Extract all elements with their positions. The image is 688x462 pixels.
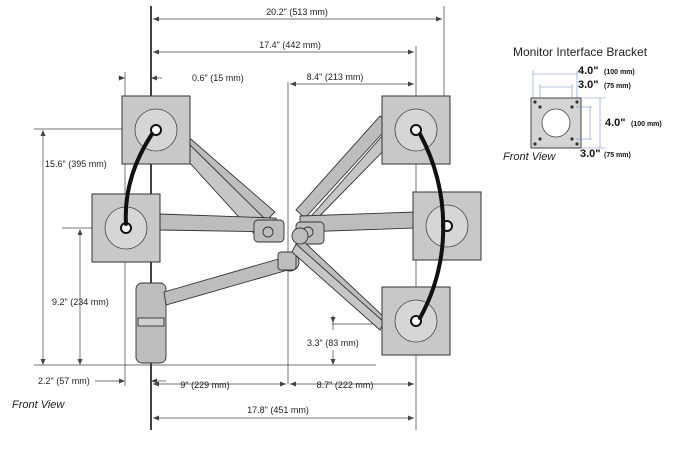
swing-arc-left [123,132,154,226]
dim-reach-right-label: 8.4" (213 mm) [307,72,364,82]
monitor-plate-low-right [381,286,451,356]
swing-arc-right [418,132,446,320]
interface-bracket-panel: Monitor Interface Bracket 4.0" (100 mm) … [503,45,662,163]
dim-arm-extension-label: 17.4" (442 mm) [259,40,321,50]
dim-width-total-label: 20.2" (513 mm) [266,7,328,17]
dim-base-depth: 2.2" (57 mm) [38,376,166,386]
front-view-label-bracket: Front View [503,151,556,163]
dim-offset-left: 0.6" (15 mm) [118,73,244,83]
front-view-label-main: Front View [12,399,65,411]
bracket-top-outer-unit: (100 mm) [604,69,635,76]
bracket-title: Monitor Interface Bracket [513,45,648,59]
dim-reach-right-low-label: 8.7" (222 mm) [317,380,374,390]
monitor-plate-mid-left [91,193,161,263]
dim-base-depth-label: 2.2" (57 mm) [38,376,90,386]
dim-bottom-total: 17.8" (451 mm) [153,405,414,421]
dim-width-total: 20.2" (513 mm) [153,7,442,22]
bracket-top-inner-unit: (75 mm) [604,83,631,90]
dim-reach-mid-label: 9" (229 mm) [180,380,229,390]
dim-arm-extension: 17.4" (442 mm) [153,40,414,55]
bracket-side-outer-value: 4.0" [605,117,626,129]
lower-arm-link [163,257,289,306]
dim-offset-left-label: 0.6" (15 mm) [192,73,244,83]
dim-bottom-total-label: 17.8" (451 mm) [247,405,309,415]
dim-reach-mid: 9" (229 mm) [153,380,286,390]
bracket-top-outer-value: 4.0" [578,65,599,77]
monitor-plate-mid-right [412,191,482,261]
dim-height-top-label: 15.6" (395 mm) [45,159,107,169]
bracket-top-inner-value: 3.0" [578,79,599,91]
left-arm-assembly [135,127,300,364]
dim-height-low-label: 3.3" (83 mm) [307,338,359,348]
monitor-plate-top-left [121,95,191,165]
right-arm-assembly [291,115,417,331]
upper-arm-link-right [295,115,391,219]
bracket-side-outer-unit: (100 mm) [631,121,662,128]
dim-height-top: 15.6" (395 mm) [34,128,150,365]
dim-reach-right: 8.4" (213 mm) [290,72,414,87]
bracket-bottom-inner-unit: (75 mm) [604,152,631,159]
monitor-plate-top-right [381,95,451,165]
dim-height-mid-label: 9.2" (234 mm) [52,297,109,307]
bracket-bottom-inner-value: 3.0" [580,148,601,160]
dim-reach-right-low: 8.7" (222 mm) [290,380,414,390]
